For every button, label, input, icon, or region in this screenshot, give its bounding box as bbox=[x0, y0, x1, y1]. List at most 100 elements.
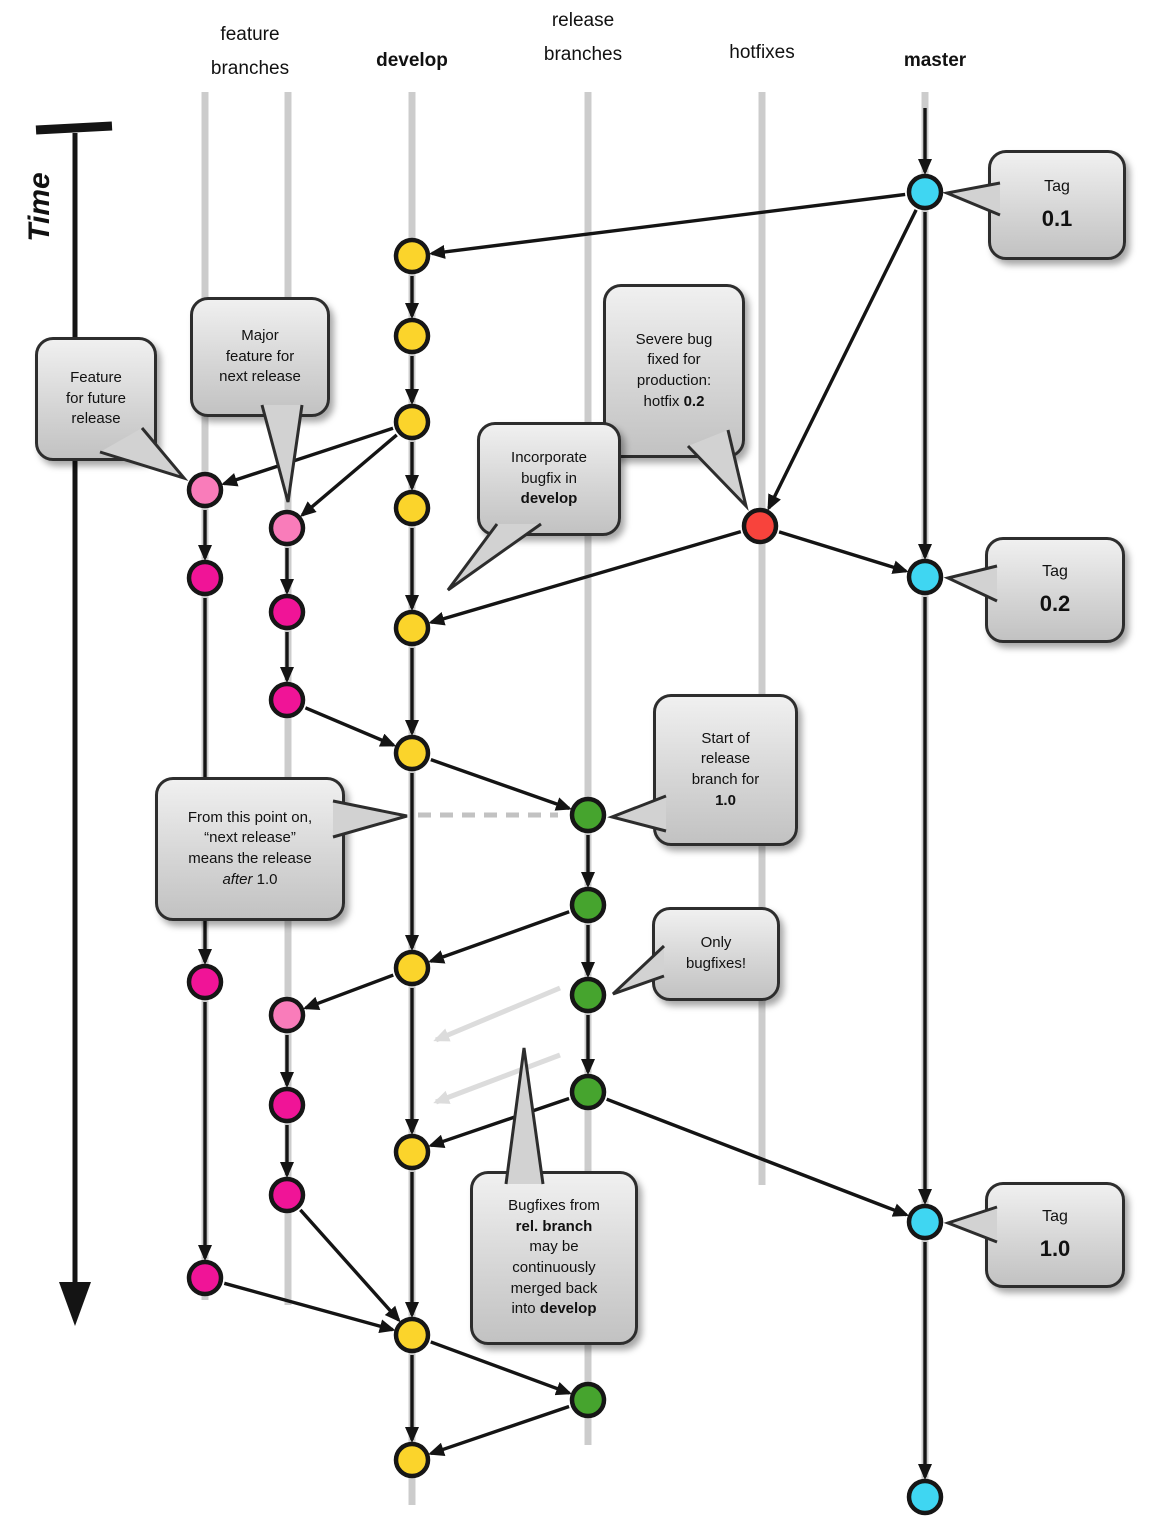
lane-header-master: master bbox=[904, 44, 966, 78]
callout-only-bugfixes: Only bugfixes! bbox=[652, 907, 780, 1001]
commit-node-fa3 bbox=[186, 963, 224, 1001]
callout-text-line: fixed for bbox=[647, 351, 701, 369]
edge-arrow-37 bbox=[299, 1208, 401, 1323]
callout-text-line: From this point on, bbox=[187, 808, 313, 826]
callout-text-line: for future bbox=[65, 389, 127, 407]
lane-header-hotfixes: hotfixes bbox=[729, 36, 794, 70]
edge-arrow-26 bbox=[430, 758, 572, 811]
commit-node-d2 bbox=[393, 317, 431, 355]
commit-node-fa2 bbox=[186, 559, 224, 597]
edge-arrow-35 bbox=[606, 1097, 910, 1217]
callout-text-line: after 1.0 bbox=[222, 870, 278, 888]
edge-arrow-30 bbox=[428, 910, 570, 964]
callout-text-line: Incorporate bbox=[511, 448, 587, 466]
lane-header-develop: develop bbox=[376, 44, 448, 78]
callout-text-line: 0.2 bbox=[1039, 590, 1071, 616]
commit-node-d8 bbox=[393, 1133, 431, 1171]
edge-arrow-23 bbox=[304, 706, 397, 747]
callout-text-line: Tag bbox=[1042, 1207, 1068, 1225]
commit-node-d3 bbox=[393, 403, 431, 441]
commit-node-fa4 bbox=[186, 1259, 224, 1297]
callout-text-line: production: bbox=[636, 372, 712, 389]
edge-arrow-41 bbox=[428, 1404, 570, 1456]
callout-text-line: release bbox=[71, 410, 121, 428]
lane-header-line: feature bbox=[220, 24, 280, 45]
lane-header-release-branches: release branches bbox=[544, 4, 622, 72]
callout-tag-0-1: Tag 0.1 bbox=[988, 150, 1126, 260]
commit-node-d4 bbox=[393, 489, 431, 527]
commit-node-m3 bbox=[906, 1203, 944, 1241]
commit-node-d5 bbox=[393, 609, 431, 647]
commit-node-fa1 bbox=[186, 471, 224, 509]
commit-node-h1 bbox=[741, 507, 779, 545]
callout-start-of-release-branch: Start of release branch for 1.0 bbox=[653, 694, 798, 846]
callout-text-line: Severe bug bbox=[635, 330, 713, 348]
callout-text-line: Tag bbox=[1042, 562, 1068, 580]
commit-node-r4 bbox=[569, 1073, 607, 1111]
edge-arrow-5 bbox=[767, 209, 918, 511]
edge-arrow-24 bbox=[778, 530, 909, 574]
commit-node-fb1 bbox=[268, 509, 306, 547]
lane-header-line: branches bbox=[210, 58, 290, 80]
commit-node-fb3 bbox=[268, 681, 306, 719]
callout-incorporate-bugfix-in-develop: Incorporate bugfix in develop bbox=[477, 422, 621, 536]
commit-node-m4 bbox=[906, 1478, 944, 1516]
callout-text-line: rel. branch bbox=[515, 1217, 593, 1235]
callout-text-line: Major bbox=[241, 326, 279, 344]
callout-text-line: continuously bbox=[512, 1259, 596, 1276]
callout-text-line: Feature bbox=[70, 368, 122, 386]
commit-node-m2 bbox=[906, 558, 944, 596]
edge-arrow-16 bbox=[221, 426, 394, 487]
lane-header-line: release bbox=[551, 10, 615, 31]
callout-text-line: Start of bbox=[701, 729, 750, 747]
edge-arrow-31 bbox=[302, 973, 394, 1010]
commit-node-fb5 bbox=[268, 1086, 306, 1124]
callout-text-line: may be bbox=[529, 1238, 579, 1256]
commit-node-r1 bbox=[569, 796, 607, 834]
callout-text-line: branch for bbox=[691, 771, 760, 788]
callout-tag-0-2: Tag 0.2 bbox=[985, 537, 1125, 643]
commit-node-m1 bbox=[906, 173, 944, 211]
lane-header-line: master bbox=[903, 50, 967, 71]
time-axis-arrowhead bbox=[59, 1282, 91, 1326]
callout-text-line: “next release” bbox=[204, 829, 296, 847]
callout-tag-1-0: Tag 1.0 bbox=[985, 1182, 1125, 1288]
edge-arrow-17 bbox=[299, 433, 398, 518]
commit-node-r5 bbox=[569, 1381, 607, 1419]
edge-arrow-1 bbox=[433, 1052, 561, 1105]
commit-node-r2 bbox=[569, 886, 607, 924]
lane-header-line: hotfixes bbox=[729, 42, 795, 63]
commit-node-fb6 bbox=[268, 1176, 306, 1214]
callout-text-line: Tag bbox=[1044, 177, 1070, 195]
edge-arrow-36 bbox=[223, 1281, 396, 1333]
callout-text-line: bugfix in bbox=[521, 469, 577, 487]
callout-text-line: release bbox=[700, 750, 751, 768]
edge-arrow-34 bbox=[428, 1096, 570, 1148]
lane-header-line: develop bbox=[376, 50, 448, 71]
commit-node-r3 bbox=[569, 976, 607, 1014]
callout-text-line: into develop bbox=[511, 1300, 597, 1318]
callout-text-line: 1.0 bbox=[715, 791, 736, 809]
callout-text-line: 1.0 bbox=[1039, 1235, 1071, 1261]
commit-node-d10 bbox=[393, 1441, 431, 1479]
edge-arrow-0 bbox=[433, 985, 561, 1043]
time-axis-label: Time bbox=[23, 172, 56, 242]
lane-header-feature-branches: feature branches bbox=[211, 18, 289, 86]
callout-text-line: 0.1 bbox=[1041, 205, 1073, 231]
callout-text-line: bugfixes! bbox=[685, 955, 747, 972]
callout-feature-for-future-release: Feature for future release bbox=[35, 337, 157, 461]
commit-node-d7 bbox=[393, 949, 431, 987]
callout-text-line: merged back bbox=[510, 1279, 598, 1297]
callout-text-line: Only bbox=[700, 934, 732, 952]
callout-text-line: means the release bbox=[188, 850, 312, 867]
edge-arrow-25 bbox=[428, 529, 742, 626]
callout-from-this-point-on: From this point on, “next release” means t… bbox=[155, 777, 345, 921]
callout-text-line: develop bbox=[520, 490, 578, 508]
commit-node-d6 bbox=[393, 734, 431, 772]
lane-header-line: branches bbox=[543, 44, 623, 66]
commit-node-fb4 bbox=[268, 996, 306, 1034]
